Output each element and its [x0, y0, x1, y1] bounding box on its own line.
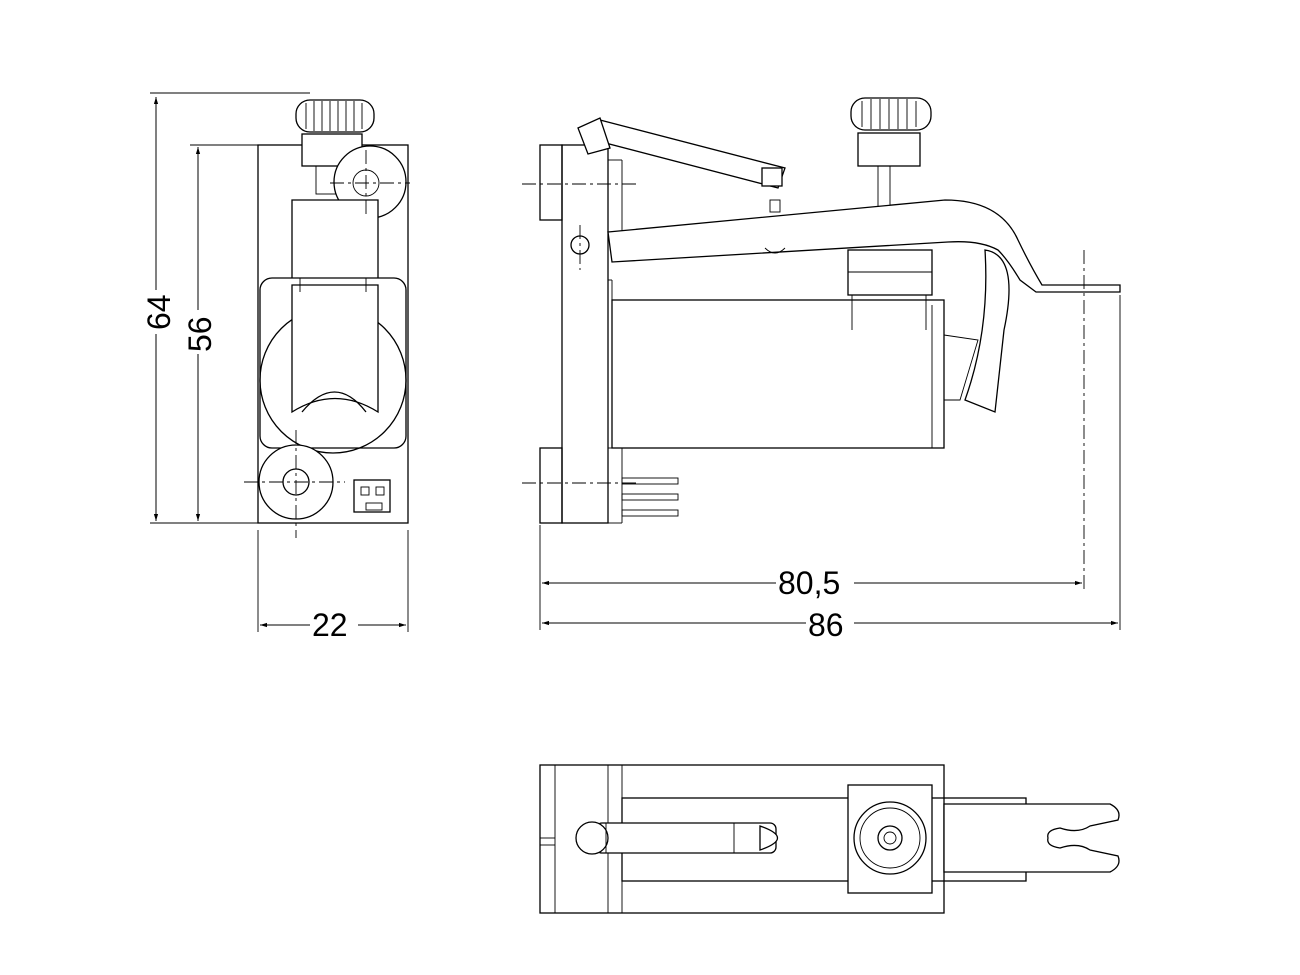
dimension-height-body: 56: [182, 316, 218, 352]
side-view: [522, 97, 1121, 590]
dimension-width-front: 22: [312, 607, 348, 643]
dimension-labels: 64 56 22 80,5 86: [138, 290, 854, 643]
front-view: [244, 99, 410, 538]
dimension-length-pivot: 80,5: [778, 565, 840, 601]
top-view: [539, 764, 1120, 914]
dimension-height-total: 64: [141, 294, 177, 330]
dimension-length-total: 86: [808, 607, 844, 643]
